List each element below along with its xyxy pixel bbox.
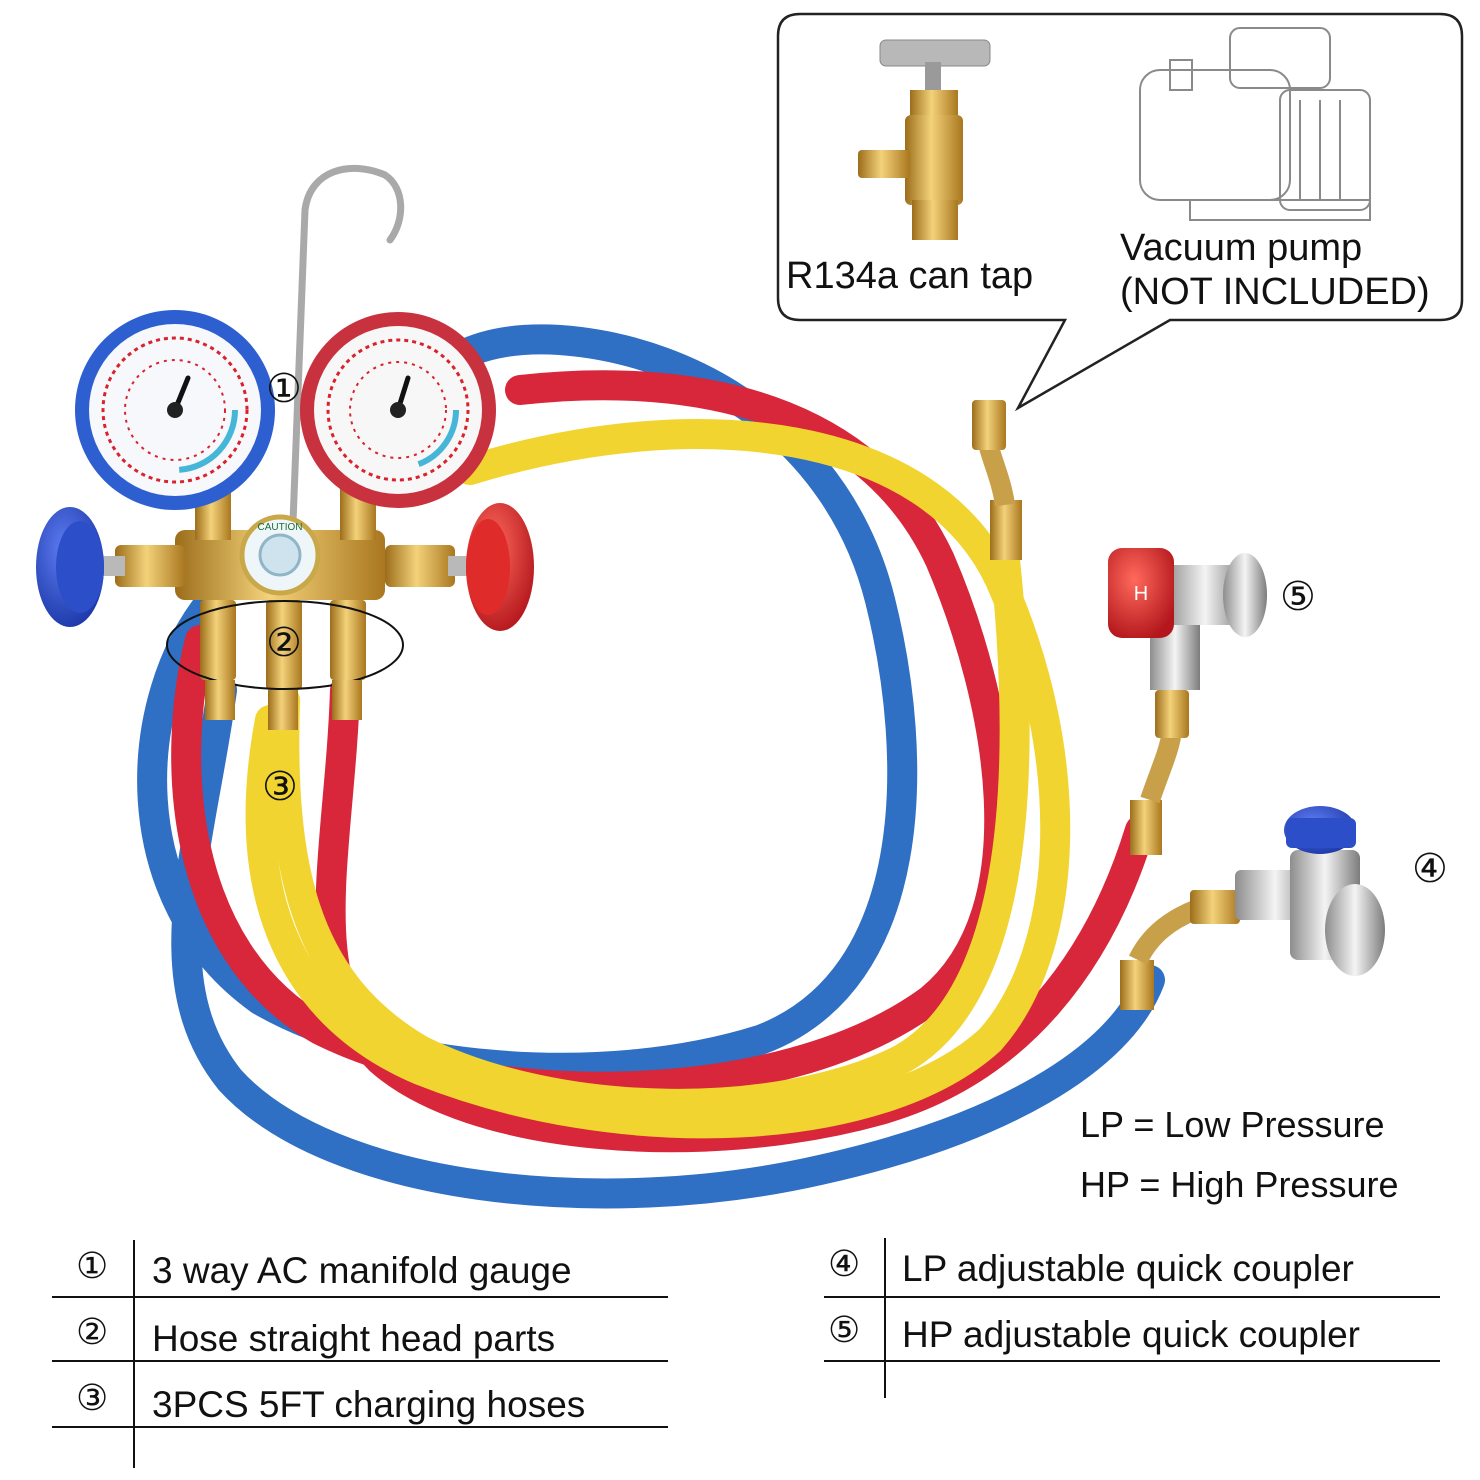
marker-5: ⑤ — [1280, 574, 1316, 620]
table-row-3-text: 3PCS 5FT charging hoses — [152, 1384, 586, 1425]
low-pressure-gauge — [75, 310, 275, 510]
lp-quick-coupler — [1235, 806, 1385, 976]
table-row-1-num: ① — [76, 1246, 109, 1287]
table-row-5-num: ⑤ — [828, 1310, 861, 1351]
high-side-red-knob — [466, 503, 534, 631]
yellow-hose — [269, 545, 1030, 1119]
port-middle — [266, 600, 302, 690]
legend-hp: HP = High Pressure — [1080, 1164, 1399, 1205]
hose-fittings — [205, 400, 1240, 1010]
hp-quick-coupler: H — [1108, 548, 1267, 690]
manifold-gauge: CAUTION — [36, 164, 534, 690]
port-left — [200, 600, 236, 680]
blue-hose-loop — [137, 324, 918, 1083]
table-row-2-text: Hose straight head parts — [152, 1318, 556, 1359]
table-row-4-num: ④ — [828, 1244, 861, 1285]
can-tap-illustration — [858, 39, 991, 240]
port-right — [330, 600, 366, 680]
ports-highlight-ellipse — [166, 600, 404, 690]
table-row-2-num: ② — [76, 1312, 109, 1353]
table-left-rule-1 — [52, 1296, 668, 1298]
table-row-1-text: 3 way AC manifold gauge — [152, 1250, 572, 1291]
marker-2: ② — [266, 620, 302, 666]
high-pressure-gauge — [300, 312, 496, 508]
table-right-divider — [884, 1238, 886, 1398]
marker-1: ① — [266, 366, 302, 412]
table-left-rule-3 — [52, 1426, 668, 1428]
table-right-rule-2 — [824, 1360, 1440, 1362]
vacuum-pump-not-included: (NOT INCLUDED) — [1120, 271, 1430, 313]
yellow-hose-loop — [245, 419, 1071, 1139]
hoses — [137, 324, 1165, 1209]
table-right-rule-1 — [824, 1296, 1440, 1298]
table-left-divider — [133, 1240, 135, 1468]
hook — [286, 164, 405, 604]
marker-3: ③ — [262, 764, 298, 810]
table-left-rule-2 — [52, 1360, 668, 1362]
table-row-3-num: ③ — [76, 1378, 109, 1419]
vacuum-pump-illustration — [1139, 27, 1371, 221]
table-row-4-text: LP adjustable quick coupler — [902, 1248, 1354, 1289]
caution-label: CAUTION — [258, 522, 303, 533]
red-hose — [315, 675, 1155, 1153]
low-side-blue-knob — [36, 507, 104, 627]
vacuum-pump-label: Vacuum pump — [1120, 227, 1363, 269]
marker-4: ④ — [1412, 846, 1448, 892]
hp-coupler-letter: H — [1134, 583, 1148, 605]
can-tap-label: R134a can tap — [786, 255, 1034, 297]
legend-lp: LP = Low Pressure — [1080, 1104, 1385, 1145]
table-row-5-text: HP adjustable quick coupler — [902, 1314, 1360, 1355]
